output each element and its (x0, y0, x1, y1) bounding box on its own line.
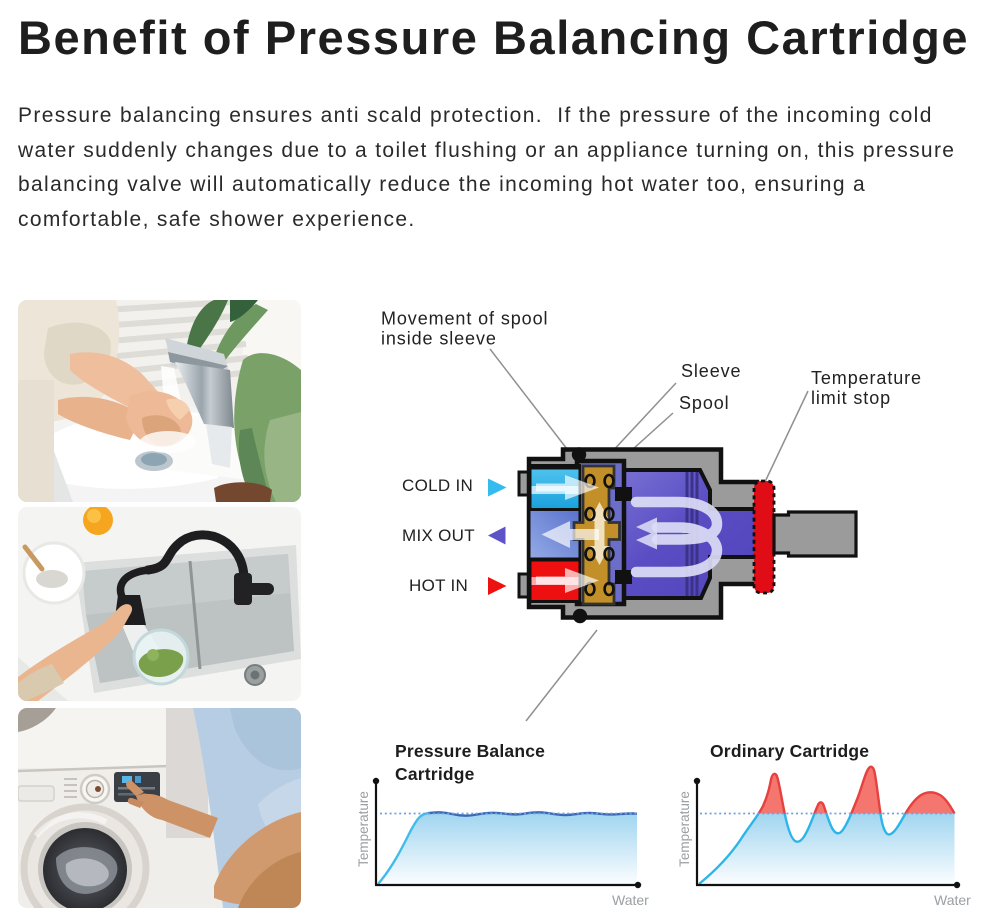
svg-text:Sleeve: Sleeve (681, 361, 741, 381)
svg-text:Ordinary Cartridge: Ordinary Cartridge (710, 741, 869, 761)
svg-text:Pressure Balance: Pressure Balance (395, 741, 545, 761)
svg-text:Movement of spool: Movement of spool (381, 309, 548, 329)
svg-text:Cartridge: Cartridge (395, 764, 475, 784)
svg-text:inside sleeve: inside sleeve (381, 329, 497, 349)
svg-text:HOT IN: HOT IN (409, 576, 468, 595)
svg-text:Spool: Spool (679, 393, 730, 413)
svg-text:Water: Water (934, 892, 971, 908)
svg-text:COLD IN: COLD IN (402, 476, 473, 495)
svg-text:Temperature: Temperature (356, 791, 371, 867)
svg-text:MIX OUT: MIX OUT (402, 526, 475, 545)
svg-text:Temperature: Temperature (811, 368, 922, 388)
svg-text:Water: Water (612, 892, 649, 908)
svg-text:Temperature: Temperature (677, 791, 692, 867)
svg-text:limit stop: limit stop (811, 388, 891, 408)
